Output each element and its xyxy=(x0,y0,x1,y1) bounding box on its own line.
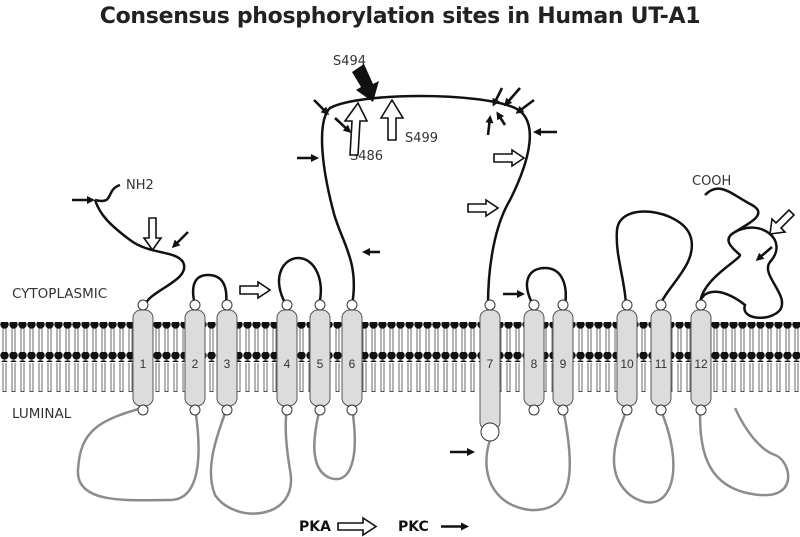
pka-arrow-icon xyxy=(467,198,500,218)
pka-arrow-icon xyxy=(142,217,163,252)
tm-segment-9: 9 xyxy=(552,299,574,416)
tm-segment-4: 4 xyxy=(276,299,298,416)
pkc-arrow-icon xyxy=(755,246,773,261)
tm-segment-5: 5 xyxy=(309,299,331,416)
tm-label-1: 1 xyxy=(140,357,147,371)
pka-arrow-icon xyxy=(239,280,272,300)
tm-segment-12: 12 xyxy=(690,299,712,416)
tm-label-7: 7 xyxy=(487,357,494,371)
pkc-site-arrows xyxy=(72,87,773,456)
tm-segment-7: 7 xyxy=(479,299,501,442)
s494-pkc-arrow-icon xyxy=(352,64,379,102)
cytoplasmic-label: CYTOPLASMIC xyxy=(12,286,107,302)
tm-segment-2: 2 xyxy=(184,299,206,416)
pka-site-arrows xyxy=(142,98,796,300)
luminal-loops xyxy=(76,406,790,515)
pkc-arrow-icon xyxy=(496,111,507,126)
tm-label-12: 12 xyxy=(694,357,708,371)
tm-segment-8: 8 xyxy=(523,299,545,416)
tm-label-3: 3 xyxy=(224,357,231,371)
pkc-arrow-icon xyxy=(485,115,494,136)
tm-segment-6: 6 xyxy=(341,299,363,416)
n-terminus-label: NH2 xyxy=(126,178,154,193)
pkc-arrow-icon xyxy=(313,99,330,116)
cytoplasmic-loops xyxy=(93,94,784,319)
c-terminus-label: COOH xyxy=(692,174,731,189)
tm-segment-1: 1 xyxy=(132,299,154,416)
tm-label-11: 11 xyxy=(655,357,668,371)
diagram-title: Consensus phosphorylation sites in Human… xyxy=(99,4,701,29)
legend: PKA PKC xyxy=(299,516,469,537)
tm-label-6: 6 xyxy=(349,357,356,371)
transmembrane-segments: 1 2 3 4 5 6 7 xyxy=(132,299,712,442)
s486-pka-arrow-icon xyxy=(343,101,369,156)
pkc-arrow-icon xyxy=(334,117,352,134)
tm-label-5: 5 xyxy=(317,357,324,371)
site-label-s499: S499 xyxy=(405,131,438,146)
s499-pka-arrow-icon xyxy=(379,98,405,141)
tm-segment-3: 3 xyxy=(216,299,238,416)
tm-label-4: 4 xyxy=(284,357,291,371)
pkc-arrow-icon xyxy=(504,87,521,107)
tm-label-2: 2 xyxy=(192,357,199,371)
tm-label-9: 9 xyxy=(560,357,567,371)
tm-label-10: 10 xyxy=(620,357,634,371)
tm-label-8: 8 xyxy=(531,357,538,371)
luminal-label: LUMINAL xyxy=(12,406,72,422)
pkc-arrow-icon xyxy=(515,98,535,114)
pkc-arrow-icon xyxy=(492,87,504,107)
lipid-bilayer xyxy=(0,322,800,392)
legend-pka-arrow-icon xyxy=(337,516,378,537)
legend-pka-label: PKA xyxy=(299,519,331,535)
pka-arrow-icon xyxy=(769,208,796,235)
pka-arrow-icon xyxy=(493,148,526,168)
tm-segment-11: 11 xyxy=(650,299,672,416)
tm-segment-10: 10 xyxy=(616,299,638,416)
pkc-arrow-icon xyxy=(171,231,189,249)
site-label-s494: S494 xyxy=(333,54,366,69)
legend-pkc-label: PKC xyxy=(398,519,429,535)
